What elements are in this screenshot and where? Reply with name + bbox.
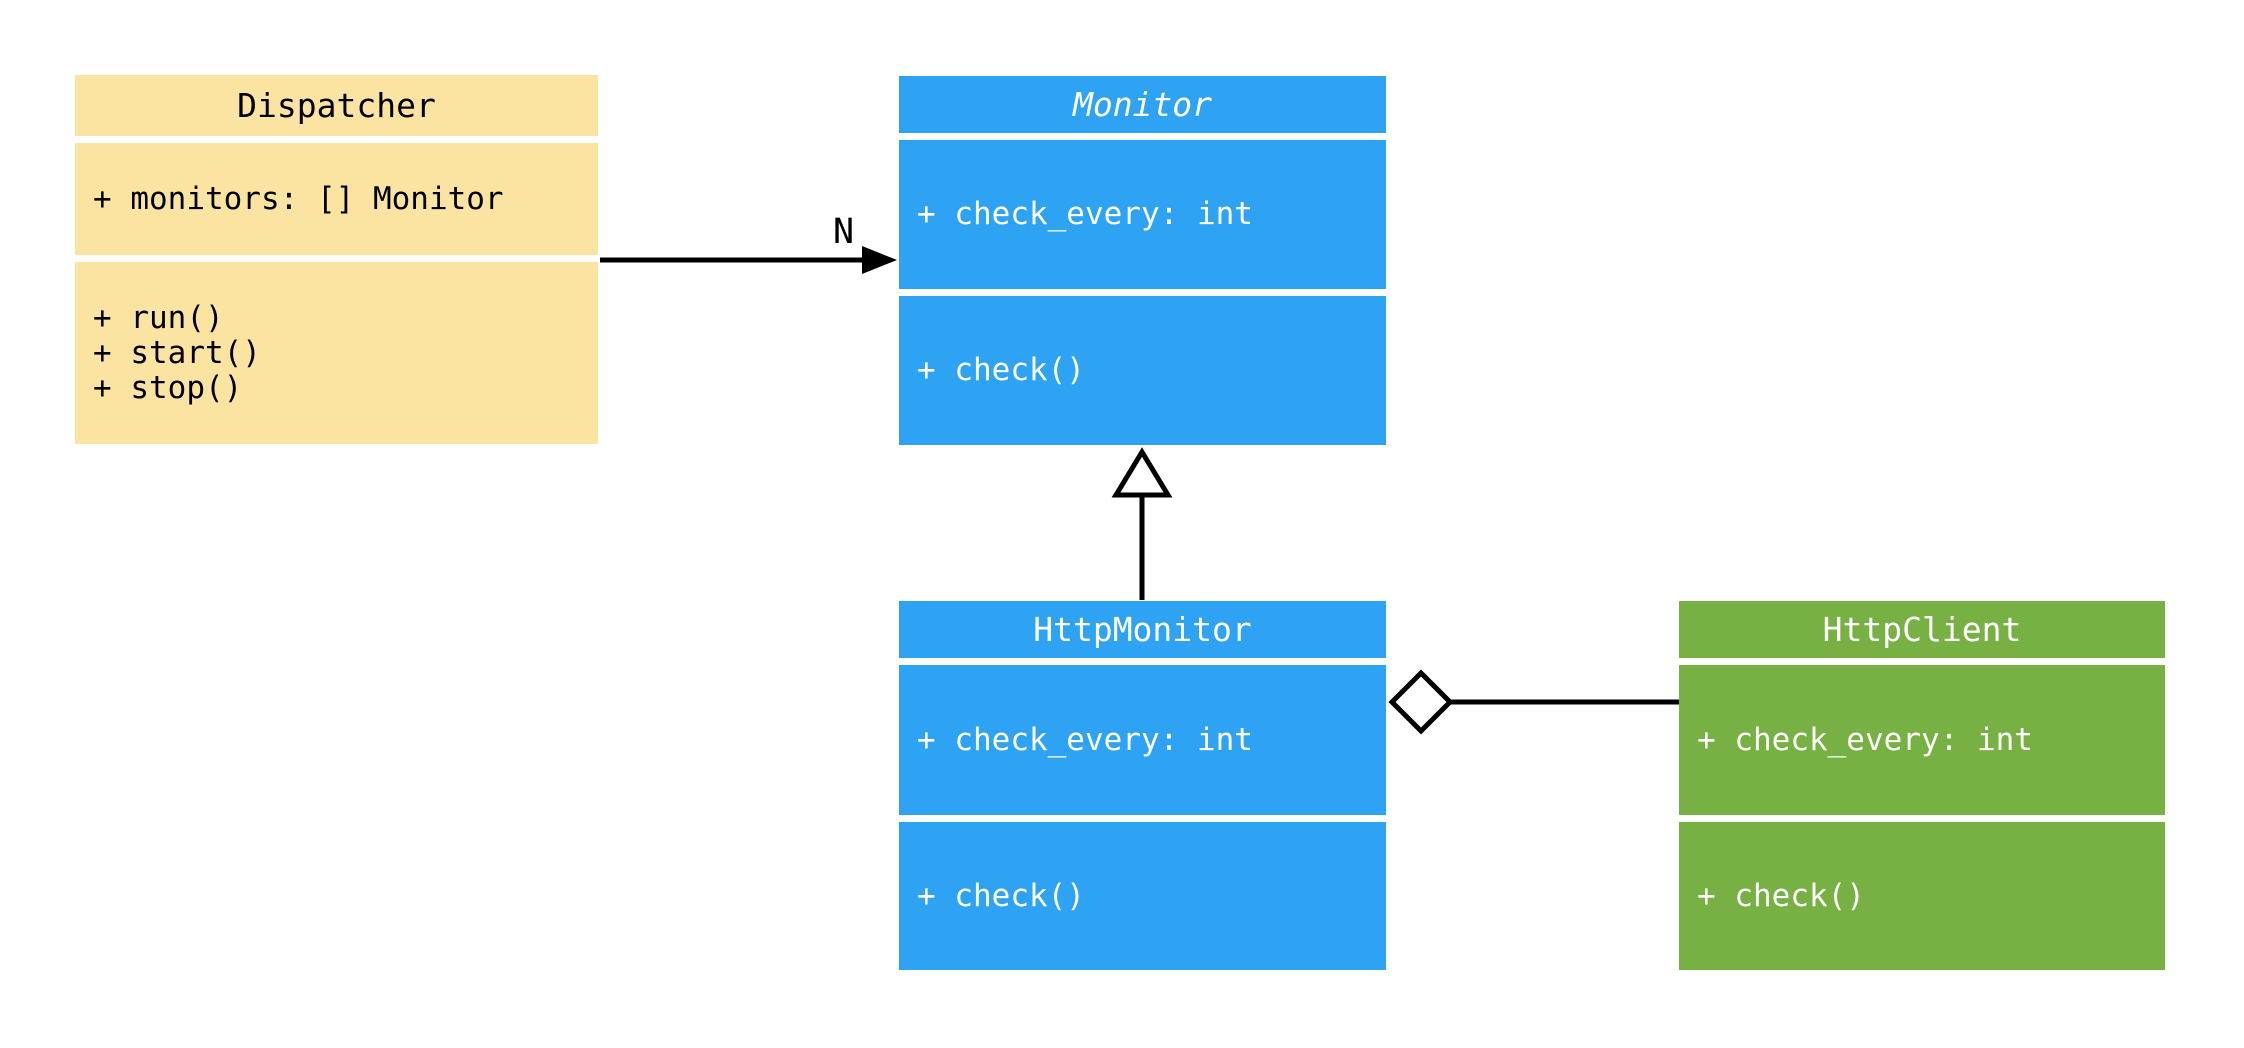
method-line: + check() [917, 352, 1085, 388]
hollow-triangle-icon [1111, 447, 1173, 498]
attributes-compartment: + check_every: int [899, 665, 1386, 815]
class-title-compartment: HttpClient [1679, 601, 2165, 658]
methods-compartment: + check() [1679, 822, 2165, 970]
filled-arrowhead-icon [862, 246, 897, 274]
attribute-line: + check_every: int [917, 196, 1253, 232]
method-line: + start() [93, 334, 261, 371]
attributes-compartment: + check_every: int [899, 140, 1386, 289]
generalization-edge-httpmonitor-monitor [1111, 447, 1173, 600]
class-title-compartment: Dispatcher [75, 75, 598, 136]
class-name: Monitor [1072, 85, 1213, 124]
method-line: + stop() [93, 369, 243, 406]
hollow-diamond-icon [1388, 669, 1454, 735]
class-httpmonitor: HttpMonitor + check_every: int + check() [899, 601, 1386, 970]
class-title-compartment: Monitor [899, 76, 1386, 133]
attribute-line: + monitors: [] Monitor [93, 180, 504, 217]
method-line: + run() [93, 299, 224, 336]
attributes-compartment: + monitors: [] Monitor [75, 143, 598, 255]
methods-compartment: + check() [899, 822, 1386, 970]
class-name: Dispatcher [237, 86, 436, 125]
methods-compartment: + run() + start() + stop() [75, 262, 598, 444]
attributes-compartment: + check_every: int [1679, 665, 2165, 815]
class-name: HttpMonitor [1033, 610, 1252, 649]
association-edge-dispatcher-monitor: N [600, 212, 897, 274]
methods-compartment: + check() [899, 296, 1386, 445]
method-line: + check() [1697, 877, 1865, 914]
class-name: HttpClient [1822, 610, 2022, 649]
class-httpclient: HttpClient + check_every: int + check() [1679, 601, 2165, 970]
class-dispatcher: Dispatcher + monitors: [] Monitor + run(… [75, 75, 598, 444]
class-monitor: Monitor + check_every: int + check() [899, 76, 1386, 445]
aggregation-edge-httpmonitor-httpclient [1388, 669, 1679, 735]
attribute-line: + check_every: int [917, 721, 1253, 758]
class-title-compartment: HttpMonitor [899, 601, 1386, 658]
multiplicity-label: N [833, 212, 854, 252]
attribute-line: + check_every: int [1697, 721, 2033, 758]
method-line: + check() [917, 877, 1085, 914]
